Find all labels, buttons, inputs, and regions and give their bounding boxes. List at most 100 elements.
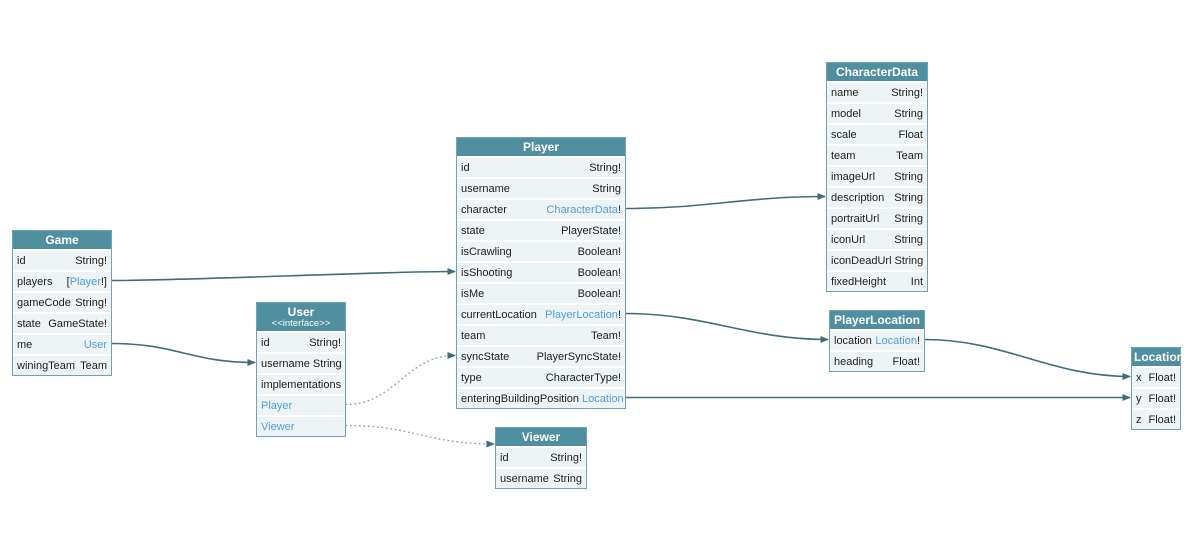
field-type: Team (896, 149, 923, 162)
field-name: id (261, 336, 270, 349)
field-name: imageUrl (831, 170, 876, 183)
field-type: String (894, 170, 923, 183)
field-type: String (894, 107, 923, 120)
type-wrap-suffix: ! (916, 334, 920, 347)
field-type: String (894, 254, 924, 267)
field-name: gameCode (17, 296, 71, 309)
field-name: character (461, 203, 507, 216)
field-type: Location! (875, 335, 920, 347)
field-name: iconDeadUrl (831, 254, 892, 267)
field-type: [Player!] (67, 276, 107, 288)
implementation-type-link[interactable]: Player (261, 399, 293, 412)
field-name: team (461, 329, 486, 342)
field-name: heading (834, 355, 874, 368)
field-type: CharacterType! (545, 371, 621, 384)
edge-Game.me-to-User (111, 342, 256, 366)
type-wrap-suffix: ! (617, 308, 621, 321)
field-type: Team! (591, 329, 621, 342)
field-type: Location (582, 393, 624, 405)
field-type: String (553, 472, 582, 485)
field-row: gameCode String! (13, 291, 111, 312)
field-type: GameState! (48, 317, 107, 330)
field-row: model String (827, 102, 927, 123)
type-link[interactable]: User (83, 338, 107, 351)
field-row: username String (496, 467, 586, 488)
field-type: Float (898, 128, 923, 141)
field-name: enteringBuildingPosition (461, 392, 580, 405)
field-row: team Team (827, 144, 927, 165)
field-row: players[Player!] (13, 270, 111, 291)
field-type: Int (910, 275, 923, 288)
field-name: id (17, 254, 26, 267)
edge-User.Viewer-to-Viewer (345, 424, 495, 448)
field-type: String (894, 233, 923, 246)
table-header-user[interactable]: User <<interface>> (257, 303, 345, 331)
field-type: String! (75, 254, 107, 267)
table-title: PlayerLocation (833, 313, 921, 327)
implementation-row: Viewer (257, 415, 345, 436)
table-header-game[interactable]: Game (13, 231, 111, 249)
field-type: Boolean! (577, 266, 621, 279)
table-header-location[interactable]: Location (1132, 348, 1184, 366)
table-header-characterdata[interactable]: CharacterData (827, 63, 927, 81)
table-header-playerlocation[interactable]: PlayerLocation (830, 311, 924, 329)
field-type: String (894, 212, 923, 225)
edge-Player.currentLocation-to-PlayerLocation (625, 312, 829, 343)
field-row: heading Float! (830, 350, 924, 371)
field-name: model (831, 107, 861, 120)
type-link[interactable]: CharacterData (546, 203, 618, 216)
type-link[interactable]: Player (69, 275, 101, 288)
table-title: User (287, 305, 315, 319)
type-link[interactable]: Location (582, 392, 624, 405)
table-title: Viewer (521, 430, 561, 444)
field-name: isShooting (461, 266, 513, 279)
type-link[interactable]: PlayerLocation (545, 308, 618, 321)
implementation-type-link[interactable]: Viewer (261, 420, 295, 433)
field-type: Float! (892, 355, 920, 368)
table-title: Location (1134, 350, 1184, 364)
field-row: team Team! (457, 324, 625, 345)
table-subtitle: <<interface>> (271, 318, 331, 329)
table-header-viewer[interactable]: Viewer (496, 428, 586, 446)
field-type: String (312, 357, 342, 370)
field-name: team (831, 149, 856, 162)
field-name: username (500, 472, 549, 485)
field-name: syncState (461, 350, 510, 363)
edge-PlayerLocation.location-to-Location (924, 338, 1131, 380)
field-type: Team (80, 359, 107, 372)
field-type: User (84, 339, 107, 351)
field-name: fixedHeight (831, 275, 887, 288)
type-wrap-suffix: ! (617, 203, 621, 216)
field-type: Float! (1148, 392, 1176, 405)
field-row: fixedHeight Int (827, 270, 927, 291)
field-type: String! (75, 296, 107, 309)
type-wrap-prefix: [ (66, 275, 70, 288)
edge-Game.players-to-Player (111, 268, 456, 282)
field-row: isShooting Boolean! (457, 261, 625, 282)
field-name: location (834, 334, 872, 347)
type-link[interactable]: Location (875, 334, 917, 347)
table-title: Game (45, 233, 79, 247)
field-name: state (461, 224, 485, 237)
table-header-player[interactable]: Player (457, 138, 625, 156)
field-name: description (831, 191, 885, 204)
